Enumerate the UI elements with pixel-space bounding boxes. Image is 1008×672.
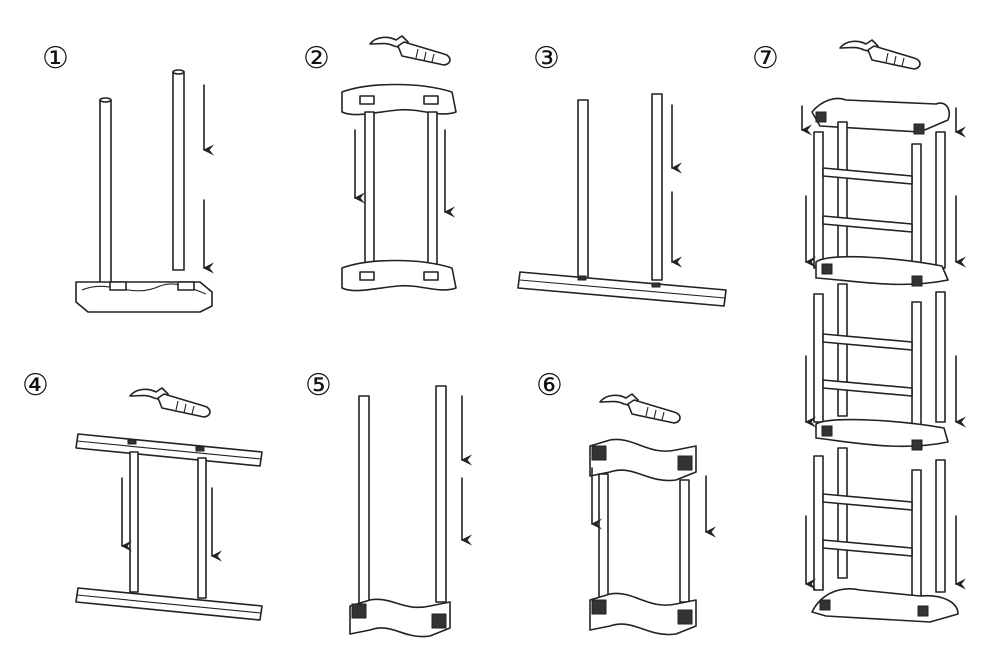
step-5-right-pole: [435, 385, 447, 603]
step-1-right-pole: [172, 69, 185, 271]
step-7-base: [811, 588, 959, 623]
step-3-number: ③: [533, 41, 560, 76]
step-2-left-pole: [364, 111, 375, 265]
step-1: ①: [42, 41, 215, 313]
step-1-left-pole: [99, 97, 112, 286]
step-3-side-bar: [517, 271, 727, 307]
hammer-icon: [369, 35, 451, 66]
step-6-top-connector: [589, 438, 697, 482]
hammer-icon: [839, 39, 921, 70]
step-4: ④: [22, 368, 263, 621]
step-7-top-connector: [811, 97, 951, 135]
step-2-bottom-connector: [341, 259, 457, 292]
step-6: ⑥: [536, 368, 717, 636]
step-7-connector-1: [815, 256, 949, 287]
step-4-number: ④: [22, 368, 49, 403]
step-5-number: ⑤: [305, 368, 332, 403]
step-7-connector-2: [815, 418, 949, 451]
step-7-tier-2: [813, 283, 946, 427]
step-2-right-pole: [427, 111, 438, 265]
step-7-number: ⑦: [752, 41, 779, 76]
step-4-bottom-bar: [75, 587, 263, 621]
step-3-left-pole: [577, 99, 589, 279]
hammer-icon: [129, 387, 211, 418]
step-3: ③: [517, 41, 727, 307]
step-3-right-pole: [651, 93, 663, 281]
step-6-left-pole: [598, 473, 609, 599]
step-2: ②: [303, 35, 457, 292]
step-6-number: ⑥: [536, 368, 563, 403]
step-5-left-pole: [358, 395, 370, 611]
hammer-icon: [599, 393, 681, 424]
step-6-bottom-connector: [589, 592, 697, 636]
step-1-base-foot: [75, 281, 213, 313]
step-2-top-connector: [341, 83, 457, 116]
step-4-top-bar: [75, 433, 263, 467]
step-4-right-pole: [197, 457, 207, 599]
step-7-tier-3: [813, 447, 946, 599]
step-4-left-pole: [129, 451, 139, 593]
step-7-tier-1: [813, 121, 946, 273]
step-1-number: ①: [42, 41, 69, 76]
step-7: ⑦: [752, 39, 967, 623]
step-2-number: ②: [303, 41, 330, 76]
step-5: ⑤: [305, 368, 473, 638]
step-6-right-pole: [679, 479, 690, 603]
step-5-foot: [349, 598, 451, 638]
